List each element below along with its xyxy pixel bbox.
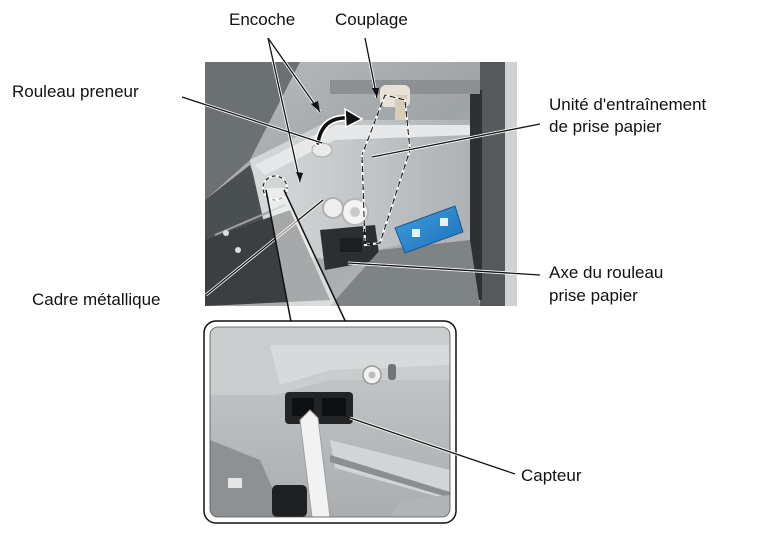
label-couplage: Couplage <box>335 10 408 29</box>
label-unite-line1: Unité d'entraînement <box>549 95 707 114</box>
main-photo <box>205 62 517 306</box>
label-unite-line2: de prise papier <box>549 117 662 136</box>
label-axe-line2: prise papier <box>549 286 638 305</box>
rotation-arrow-icon <box>314 107 364 147</box>
leader-arrowheads <box>296 88 379 182</box>
label-encoche: Encoche <box>229 10 296 29</box>
label-axe-line1: Axe du rouleau <box>549 263 664 282</box>
label-capteur: Capteur <box>521 466 582 485</box>
inset-photo <box>203 320 457 524</box>
label-rouleau-preneur: Rouleau preneur <box>12 82 139 101</box>
callout-connector <box>265 188 349 328</box>
label-cadre-metallique: Cadre métallique <box>32 290 161 309</box>
